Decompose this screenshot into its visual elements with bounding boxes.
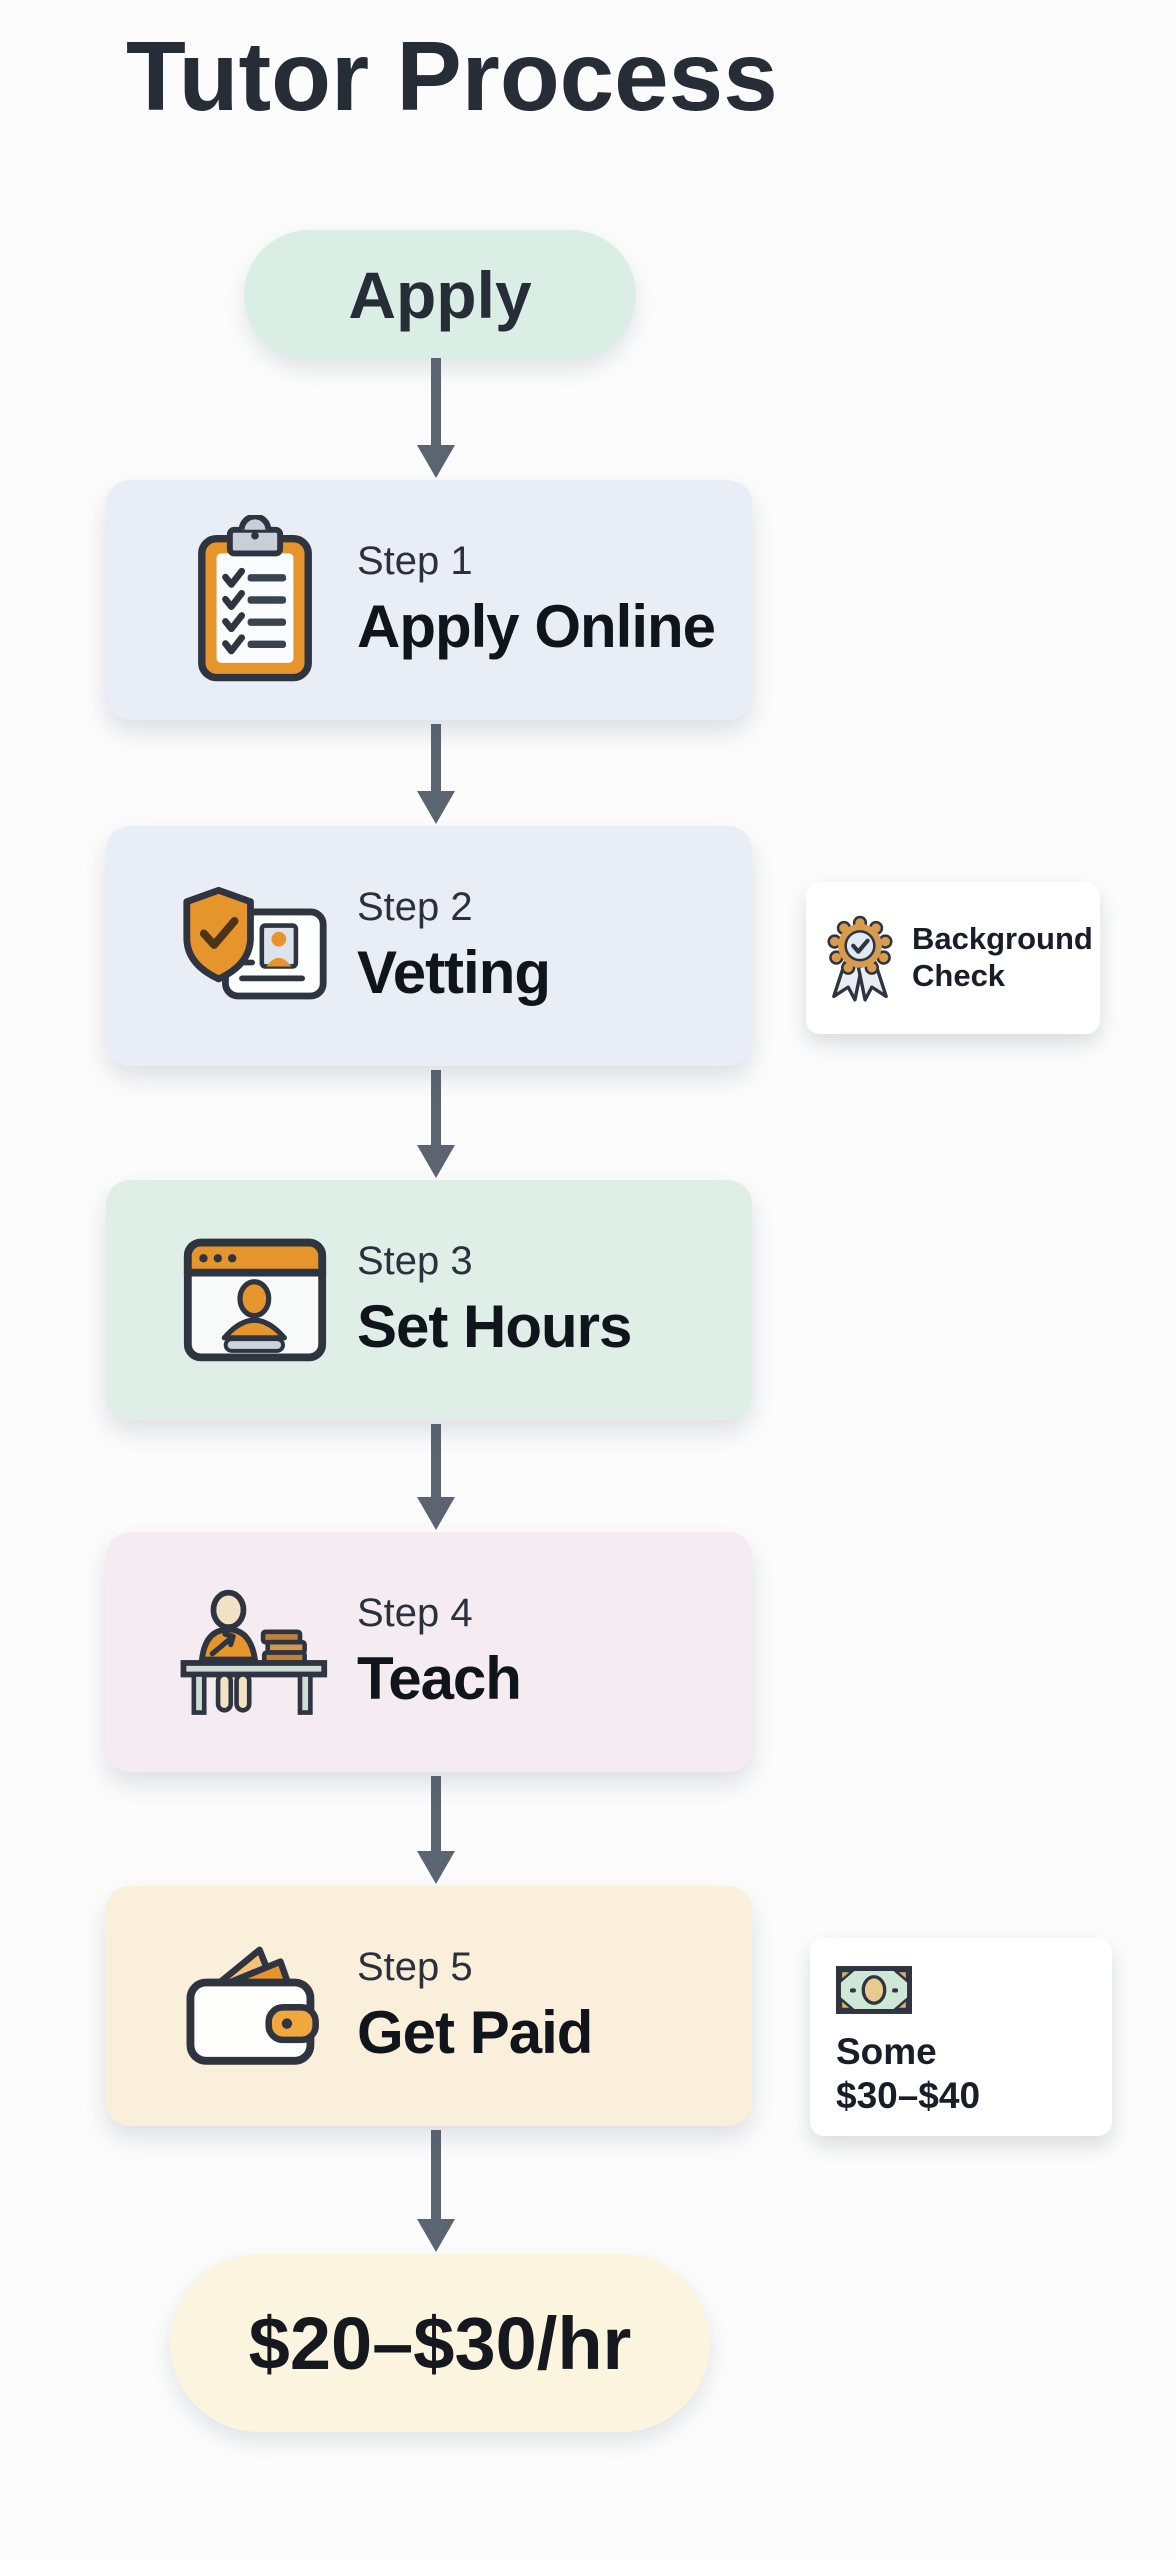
clipboard-checklist-icon — [180, 515, 330, 685]
flow-arrow-icon — [417, 2130, 455, 2252]
step-card-set-hours: Step 3 Set Hours — [106, 1180, 752, 1420]
shield-id-check-icon — [180, 861, 330, 1031]
page-title: Tutor Process — [126, 21, 778, 131]
step-name: Vetting — [357, 939, 551, 1006]
step-name: Set Hours — [357, 1293, 632, 1360]
wallet-cash-icon — [180, 1921, 330, 2091]
flow-start-label: Apply — [348, 258, 532, 332]
note-line: $30–$40 — [836, 2075, 981, 2117]
step-texts: Step 1 Apply Online — [357, 539, 716, 661]
step-card-apply-online: Step 1 Apply Online — [106, 480, 752, 720]
step-name: Teach — [357, 1645, 522, 1712]
note-card-pay-range: Some $30–$40 — [810, 1938, 1112, 2136]
note-texts: Background Check — [912, 921, 1093, 994]
flow-end-node: $20–$30/hr — [170, 2254, 710, 2432]
tutor-desk-icon — [180, 1567, 330, 1737]
flow-start-node: Apply — [244, 230, 636, 360]
step-label: Step 3 — [357, 1239, 473, 1283]
flow-arrow-icon — [417, 724, 455, 824]
flow-arrow-icon — [417, 1424, 455, 1530]
banknote-icon — [836, 1966, 912, 2014]
step-card-vetting: Step 2 Vetting — [106, 826, 752, 1066]
step-texts: Step 4 Teach — [357, 1591, 522, 1713]
step-card-teach: Step 4 Teach — [106, 1532, 752, 1772]
flow-arrow-icon — [417, 1776, 455, 1884]
step-texts: Step 2 Vetting — [357, 885, 551, 1007]
step-name: Apply Online — [357, 593, 716, 660]
step-texts: Step 5 Get Paid — [357, 1945, 593, 2067]
note-line: Check — [912, 958, 1006, 993]
flow-arrow-icon — [417, 358, 455, 478]
note-line: Background — [912, 921, 1093, 957]
note-card-background-check: Background Check — [806, 882, 1100, 1034]
flow-arrow-icon — [417, 1070, 455, 1178]
browser-profile-icon — [180, 1215, 330, 1385]
step-label: Step 2 — [357, 885, 473, 929]
flow-end-label: $20–$30/hr — [248, 2301, 632, 2385]
step-label: Step 1 — [357, 539, 473, 583]
step-name: Get Paid — [357, 1999, 593, 2066]
step-texts: Step 3 Set Hours — [357, 1239, 632, 1361]
step-card-get-paid: Step 5 Get Paid — [106, 1886, 752, 2126]
step-label: Step 5 — [357, 1945, 473, 1989]
note-texts: Some $30–$40 — [836, 2030, 1088, 2119]
note-line: Some — [836, 2031, 937, 2072]
award-ribbon-icon — [822, 912, 898, 1004]
step-label: Step 4 — [357, 1591, 473, 1635]
